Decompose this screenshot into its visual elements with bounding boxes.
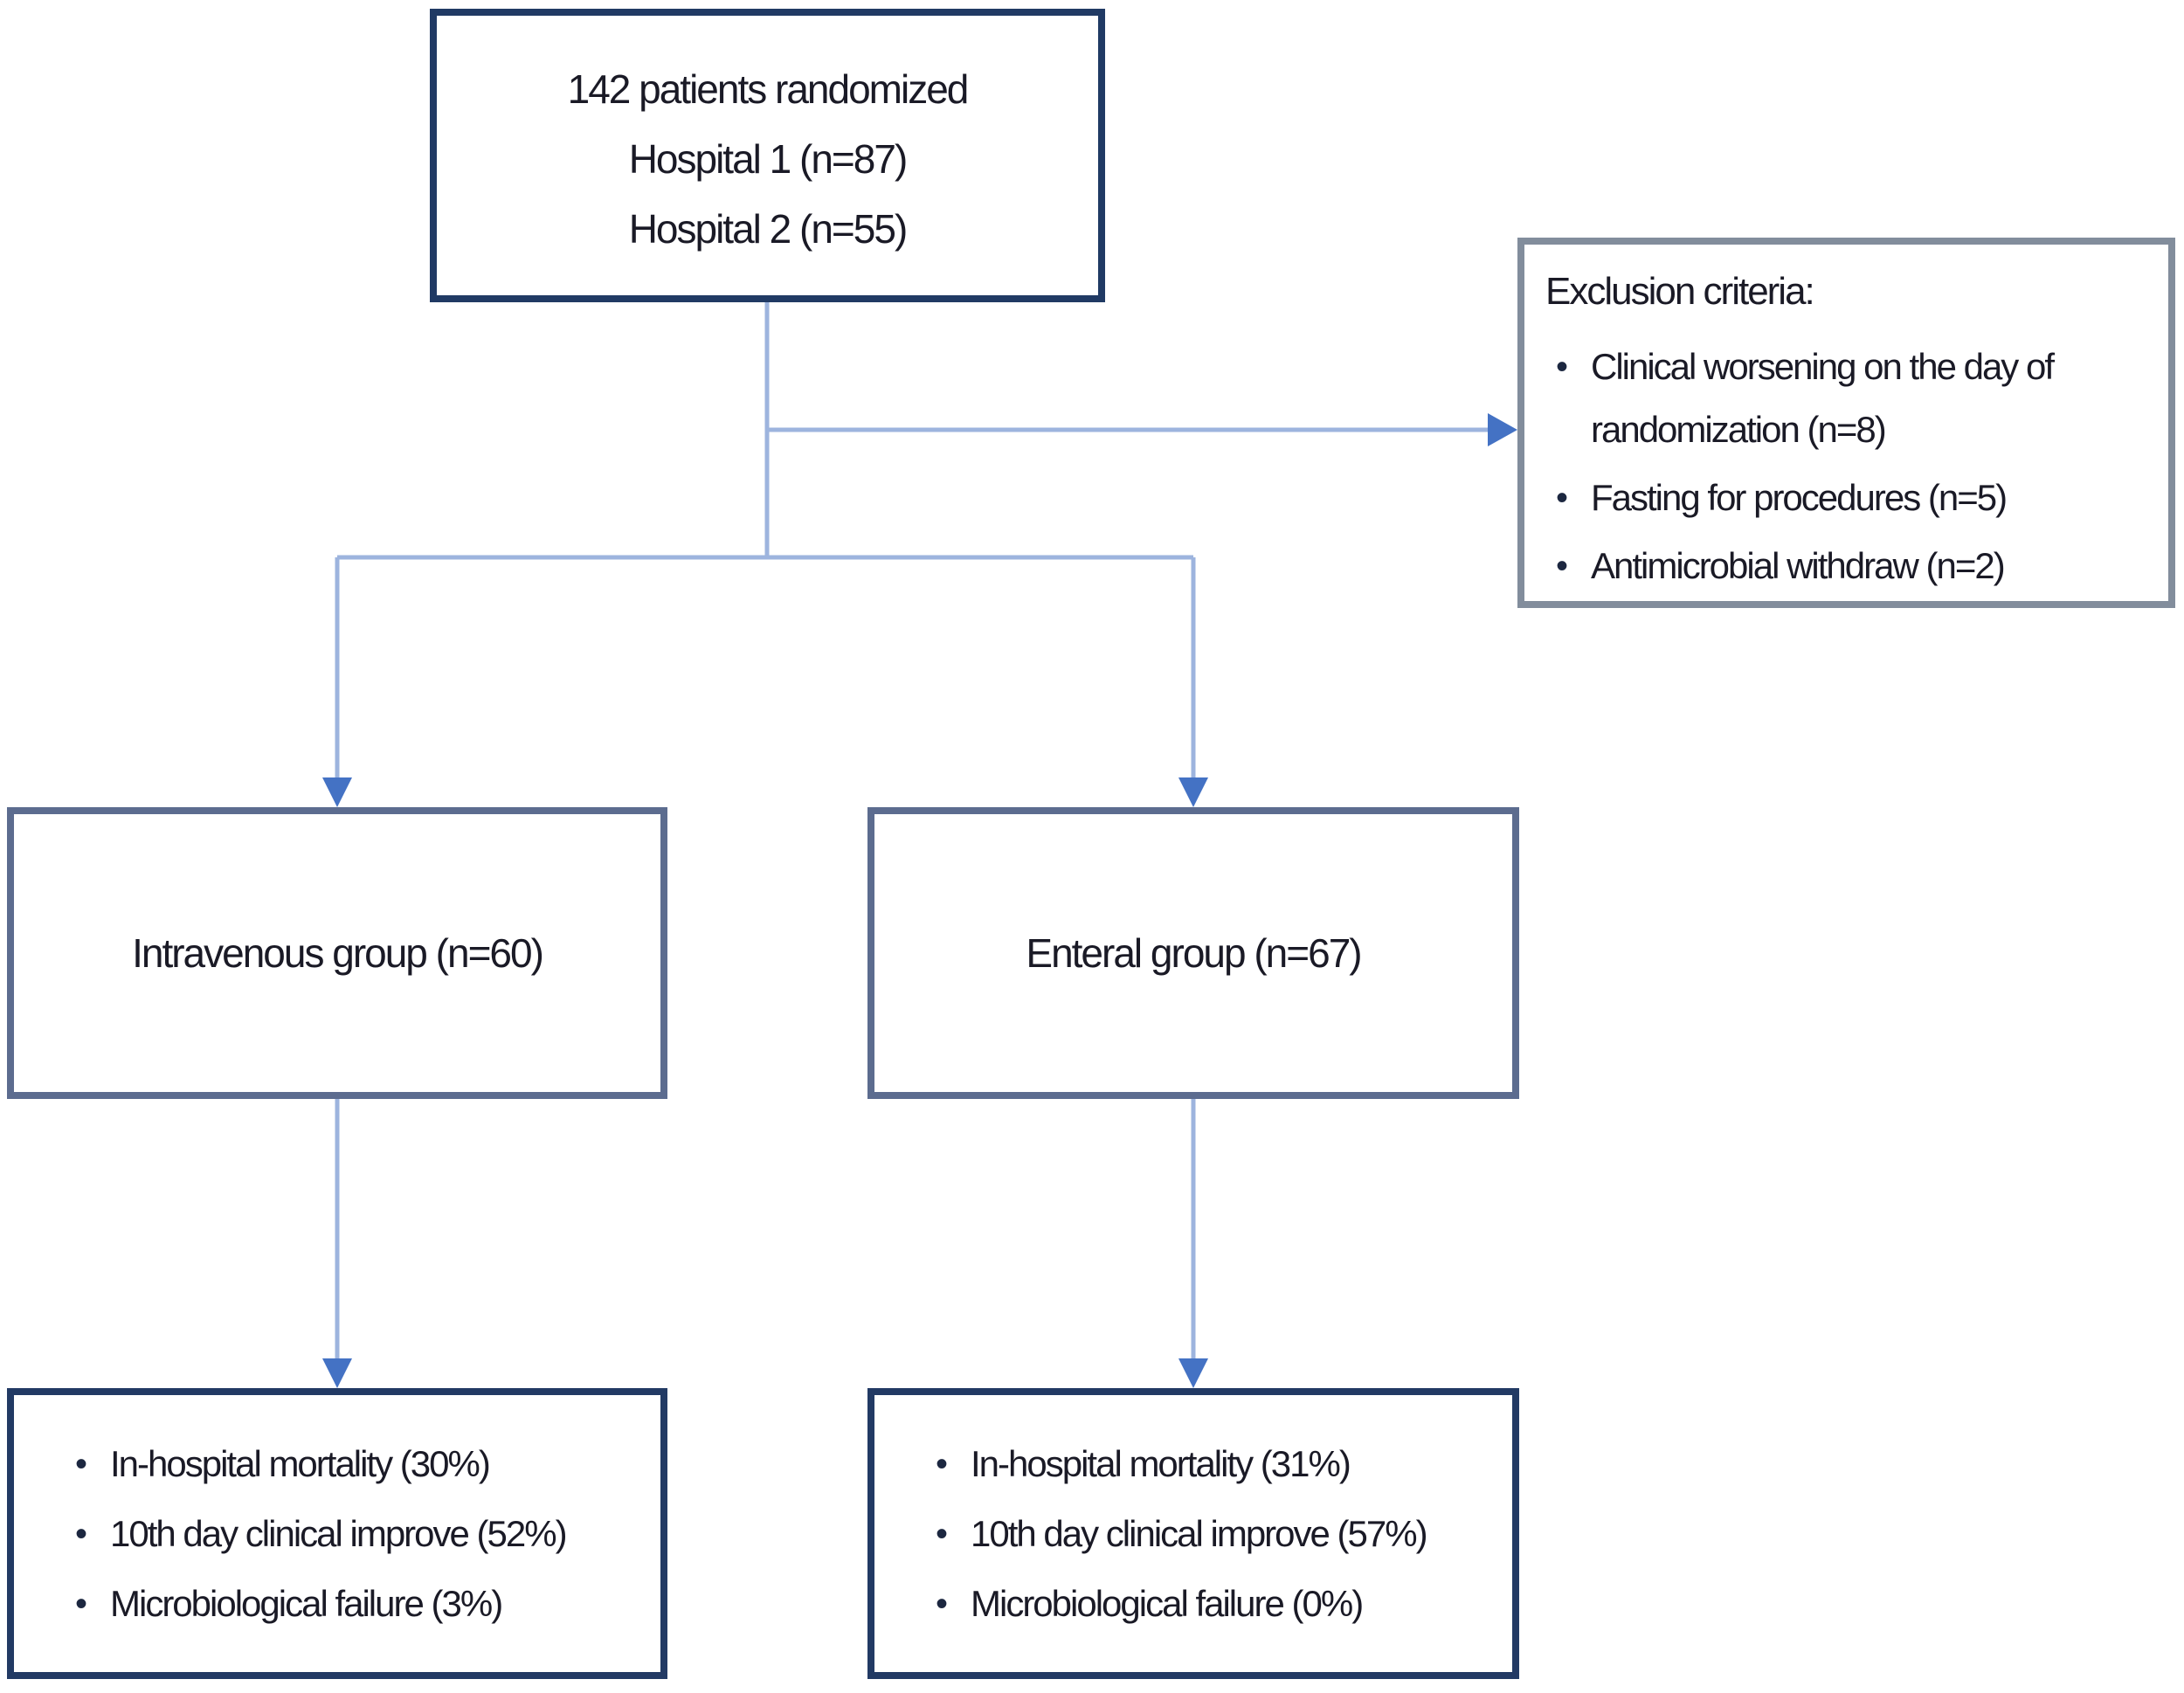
iv-outcome-mortality: In-hospital mortality (30%): [75, 1443, 660, 1484]
exclusion-item-antimicrobial: Antimicrobial withdraw (n=2): [1556, 535, 2054, 598]
arrowhead-enteral-outcomes: [1178, 1358, 1208, 1388]
intravenous-outcomes-list: In-hospital mortality (30%) 10th day cli…: [65, 1443, 660, 1624]
arrowhead-intravenous: [322, 777, 352, 807]
enteral-outcomes-box: In-hospital mortality (31%) 10th day cli…: [867, 1388, 1519, 1679]
randomized-total-line: 142 patients randomized: [567, 66, 970, 112]
enteral-outcomes-list: In-hospital mortality (31%) 10th day cli…: [925, 1443, 1512, 1624]
randomized-hospital1-line: Hospital 1 (n=87): [628, 136, 909, 182]
arrowhead-enteral: [1178, 777, 1208, 807]
arrowhead-exclusion: [1488, 413, 1517, 446]
intravenous-group-box: Intravenous group (n=60): [7, 807, 667, 1099]
iv-outcome-microbiological-failure: Microbiological failure (3%): [75, 1583, 660, 1624]
exclusion-criteria-box: Exclusion criteria: Clinical worsening o…: [1517, 238, 2175, 608]
enteral-outcome-clinical-improve: 10th day clinical improve (57%): [936, 1513, 1512, 1554]
exclusion-item-clinical-worsening: Clinical worsening on the day of randomi…: [1556, 335, 2055, 461]
randomized-box: 142 patients randomized Hospital 1 (n=87…: [430, 9, 1105, 302]
intravenous-group-label: Intravenous group (n=60): [132, 930, 544, 976]
enteral-group-box: Enteral group (n=67): [867, 807, 1519, 1099]
iv-outcome-clinical-improve: 10th day clinical improve (52%): [75, 1513, 660, 1554]
exclusion-title: Exclusion criteria:: [1545, 270, 1815, 313]
arrowhead-intravenous-outcomes: [322, 1358, 352, 1388]
intravenous-outcomes-box: In-hospital mortality (30%) 10th day cli…: [7, 1388, 667, 1679]
enteral-outcome-microbiological-failure: Microbiological failure (0%): [936, 1583, 1512, 1624]
exclusion-list: Clinical worsening on the day of randomi…: [1545, 335, 2151, 598]
randomized-hospital2-line: Hospital 2 (n=55): [628, 206, 909, 252]
enteral-group-label: Enteral group (n=67): [1026, 930, 1362, 976]
enteral-outcome-mortality: In-hospital mortality (31%): [936, 1443, 1512, 1484]
exclusion-item-fasting: Fasting for procedures (n=5): [1556, 466, 2054, 529]
